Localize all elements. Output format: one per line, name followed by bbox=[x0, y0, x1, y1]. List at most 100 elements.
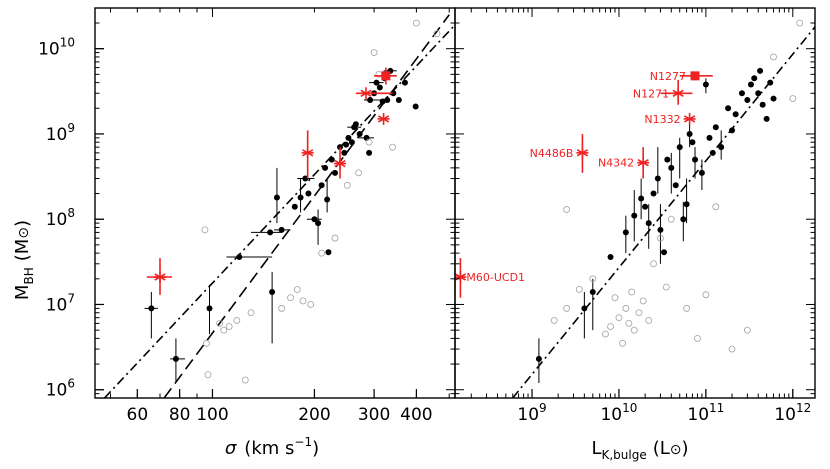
data-point-open bbox=[667, 215, 675, 223]
x-tick-label: 1010 bbox=[600, 401, 637, 425]
data-point-red-square bbox=[690, 71, 700, 81]
x-tick-exp: 11 bbox=[709, 401, 724, 415]
data-point-filled bbox=[390, 90, 397, 97]
star-stroke bbox=[683, 115, 696, 123]
axis-titles: MBH(M⊙) σ(km s−1) LK,bulge(L⊙) bbox=[12, 220, 689, 462]
data-point-filled bbox=[412, 103, 419, 110]
data-point-filled bbox=[712, 124, 719, 131]
data-point-open bbox=[343, 181, 351, 189]
x-tick-label: 200 bbox=[298, 405, 330, 425]
data-point-filled bbox=[345, 134, 352, 141]
data-point-open bbox=[589, 275, 597, 283]
data-point-open bbox=[355, 169, 363, 177]
data-point-red-star bbox=[683, 112, 696, 125]
plot-frame bbox=[454, 7, 816, 399]
data-point-filled bbox=[324, 196, 331, 203]
data-point-open bbox=[602, 330, 609, 338]
data-point-red-square bbox=[381, 71, 391, 81]
data-point-open bbox=[247, 309, 255, 317]
data-point-open bbox=[220, 326, 228, 334]
data-point-filled bbox=[322, 164, 329, 171]
data-point-filled bbox=[763, 115, 770, 122]
data-point-filled bbox=[631, 212, 638, 219]
y-axis-label-unit: (M bbox=[12, 239, 33, 262]
data-point-open bbox=[287, 294, 294, 302]
data-point-filled bbox=[278, 226, 285, 233]
data-point-open bbox=[694, 334, 701, 342]
annotation-label: N1332 bbox=[644, 113, 680, 126]
left-x-label-symbol: σ bbox=[225, 438, 237, 459]
y-tick-exp: 7 bbox=[67, 291, 75, 305]
data-point-red-star bbox=[455, 270, 467, 283]
data-point-open bbox=[628, 288, 636, 296]
data-point-filled bbox=[676, 144, 683, 151]
x-tick-label: 400 bbox=[400, 405, 432, 425]
x-tick-base: 10 bbox=[687, 405, 709, 425]
data-point-open bbox=[743, 326, 751, 334]
data-point-open bbox=[370, 49, 378, 57]
data-point-open bbox=[307, 301, 315, 308]
data-point-filled bbox=[607, 254, 614, 261]
data-point-open bbox=[728, 345, 736, 353]
x-tick-exp: 12 bbox=[796, 401, 811, 415]
x-tick-label: 1011 bbox=[687, 401, 724, 425]
data-point-filled bbox=[581, 305, 588, 312]
data-point-filled bbox=[661, 249, 668, 256]
annotation-label: N1277 bbox=[650, 70, 686, 83]
data-point-open bbox=[702, 291, 710, 299]
y-tick-label: 106 bbox=[46, 377, 75, 401]
data-point-filled bbox=[379, 98, 386, 105]
data-point-open bbox=[611, 294, 619, 302]
data-point-open bbox=[563, 206, 571, 213]
x-tick-label: 1012 bbox=[774, 401, 811, 425]
data-point-filled bbox=[325, 249, 332, 256]
data-point-red-star bbox=[334, 157, 347, 170]
data-point-filled bbox=[668, 164, 675, 171]
data-point-open bbox=[625, 319, 633, 327]
data-point-open bbox=[770, 53, 777, 61]
data-point-open bbox=[656, 234, 664, 242]
star-stroke bbox=[154, 273, 166, 281]
data-point-open bbox=[635, 309, 643, 317]
data-point-red-star bbox=[576, 146, 589, 159]
data-point-filled bbox=[318, 182, 325, 189]
data-point-filled bbox=[341, 149, 348, 156]
data-point-open bbox=[318, 249, 326, 257]
data-point-filled bbox=[672, 182, 679, 189]
x-tick-label: 300 bbox=[358, 405, 390, 425]
data-point-filled bbox=[376, 84, 383, 91]
data-point-open bbox=[278, 304, 286, 312]
data-point-filled bbox=[172, 355, 179, 362]
annotation-label: M60-UCD1 bbox=[466, 271, 525, 284]
y-tick-exp: 8 bbox=[67, 206, 75, 220]
data-point-open bbox=[615, 314, 623, 322]
data-point-filled bbox=[702, 81, 709, 88]
data-point-open bbox=[575, 286, 583, 293]
data-point-open bbox=[683, 304, 691, 312]
data-point-filled bbox=[757, 67, 764, 74]
data-point-filled bbox=[683, 201, 690, 208]
data-point-open bbox=[796, 19, 804, 27]
y-tick-label: 107 bbox=[46, 291, 75, 315]
data-point-filled bbox=[291, 203, 298, 210]
star-stroke bbox=[334, 159, 346, 168]
data-point-filled bbox=[373, 79, 380, 86]
data-point-filled bbox=[686, 130, 693, 137]
x-tick-label: 60 bbox=[127, 405, 149, 425]
y-tick-exp: 9 bbox=[67, 121, 75, 135]
data-point-filled bbox=[664, 156, 671, 163]
data-point-filled bbox=[273, 194, 280, 201]
data-point-open bbox=[216, 319, 224, 327]
data-point-filled bbox=[657, 226, 664, 233]
data-point-filled bbox=[751, 75, 758, 82]
data-point-open bbox=[712, 203, 720, 211]
plot-area bbox=[455, 19, 815, 398]
data-point-open bbox=[619, 339, 627, 347]
right-x-label-sun: ⊙ bbox=[670, 442, 682, 458]
data-point-filled bbox=[732, 111, 739, 118]
data-point-filled bbox=[367, 97, 374, 104]
right-x-label-close: ) bbox=[682, 438, 689, 459]
data-point-filled bbox=[622, 229, 629, 236]
data-point-filled bbox=[297, 194, 304, 201]
